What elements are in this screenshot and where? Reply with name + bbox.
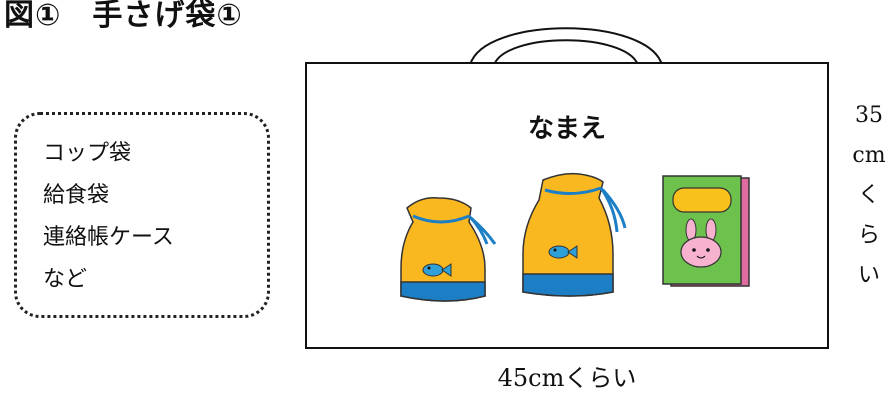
items-list: コップ袋 給食袋 連絡帳ケース など <box>43 133 174 301</box>
width-dimension-label: 45cmくらい <box>497 364 637 392</box>
list-item: コップ袋 <box>43 141 132 166</box>
bag-handle <box>469 27 663 66</box>
list-item: 給食袋 <box>43 183 110 208</box>
height-dimension-label: 35 cm く ら い <box>851 96 887 296</box>
list-item: など <box>43 267 88 292</box>
large-drawstring-pouch-icon <box>522 172 627 297</box>
height-char: ら <box>857 223 880 248</box>
figure-title: 図① 手さげ袋① <box>4 0 243 33</box>
small-drawstring-pouch-icon <box>400 196 497 302</box>
height-char: cm <box>852 143 886 168</box>
height-char: く <box>857 183 880 208</box>
notebook-case-icon <box>662 175 750 287</box>
height-char: 35 <box>855 103 883 128</box>
height-char: い <box>857 263 880 288</box>
list-item: 連絡帳ケース <box>43 225 174 250</box>
name-label: なまえ <box>527 114 606 144</box>
tote-bag: なまえ <box>305 62 829 349</box>
items-note-box: コップ袋 給食袋 連絡帳ケース など <box>14 112 270 318</box>
